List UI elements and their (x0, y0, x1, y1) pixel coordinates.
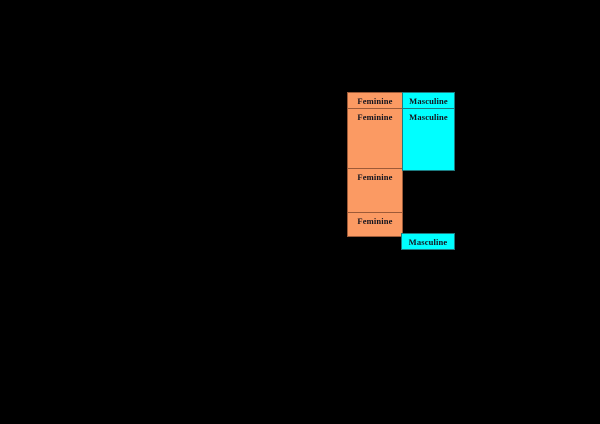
table-cell-masculine: Masculine (402, 109, 455, 171)
table-cell-masculine: Masculine (402, 92, 455, 109)
cell-label: Masculine (409, 96, 448, 106)
table-cell-feminine: Feminine (347, 169, 403, 213)
cell-label: Feminine (357, 96, 393, 106)
table-cell-masculine: Masculine (401, 233, 455, 250)
table-cell-feminine: Feminine (347, 92, 403, 109)
cell-label: Masculine (408, 237, 448, 247)
cell-label: Feminine (357, 216, 393, 226)
cell-label: Masculine (409, 112, 448, 122)
cell-label: Feminine (357, 112, 393, 122)
cell-label: Feminine (357, 172, 393, 182)
table-cell-feminine: Feminine (347, 213, 403, 237)
table-cell-feminine: Feminine (347, 109, 403, 169)
